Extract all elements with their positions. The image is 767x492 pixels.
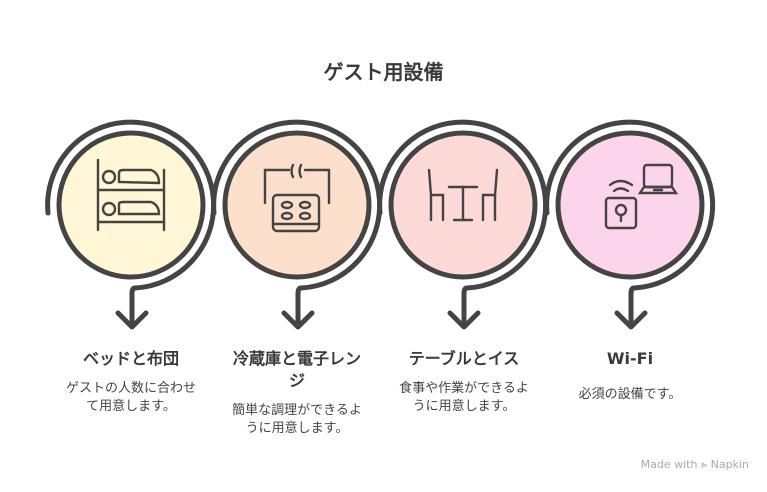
- item-description: 簡単な調理ができるように用意します。: [232, 403, 362, 436]
- item-table: テーブルとイス 食事や作業ができるように用意します。: [384, 348, 544, 416]
- item-fridge: 冷蔵庫と電子レンジ 簡単な調理ができるように用意します。: [217, 348, 377, 438]
- appliance-icon: [263, 163, 331, 233]
- item-heading: ベッドと布団: [82, 349, 179, 368]
- step-circle: [544, 119, 716, 330]
- item-description: 必須の設備です。: [578, 387, 682, 402]
- item-description: ゲストの人数に合わせて用意します。: [66, 381, 197, 414]
- arrow-down-icon: [115, 285, 149, 330]
- circle-fill: [560, 135, 700, 275]
- item-ベッド: ベッドと布団 ゲストの人数に合わせて用意します。: [51, 348, 211, 416]
- item-heading: 冷蔵庫と電子レンジ: [232, 349, 361, 390]
- arrow-down-icon: [614, 285, 648, 330]
- item-wifi: Wi-Fi 必須の設備です。: [550, 348, 710, 404]
- wifi-router-laptop-icon: [604, 163, 679, 230]
- step-circle: [45, 119, 217, 330]
- outer-arc: [45, 119, 217, 291]
- outer-arc: [544, 119, 716, 291]
- napkin-watermark: Made with ⪢ Napkin: [640, 458, 749, 471]
- arrow-down-icon: [281, 285, 315, 330]
- circle-outline: [222, 130, 372, 280]
- item-heading: Wi-Fi: [606, 349, 654, 368]
- item-heading: テーブルとイス: [408, 349, 520, 368]
- circle-fill: [61, 135, 201, 275]
- step-circle: [211, 119, 383, 330]
- circle-outline: [56, 130, 206, 280]
- circle-outline: [555, 130, 705, 280]
- item-description: 食事や作業ができるように用意します。: [399, 381, 529, 414]
- circle-outline: [388, 130, 538, 280]
- outer-arc: [211, 119, 383, 291]
- step-circle: [377, 119, 549, 330]
- diagram-title: ゲスト用設備: [323, 60, 444, 84]
- bunk-bed-icon: [96, 158, 166, 232]
- outer-arc: [377, 119, 549, 291]
- circle-fill: [227, 135, 367, 275]
- arrow-down-icon: [447, 285, 481, 330]
- table-chairs-icon: [427, 168, 499, 222]
